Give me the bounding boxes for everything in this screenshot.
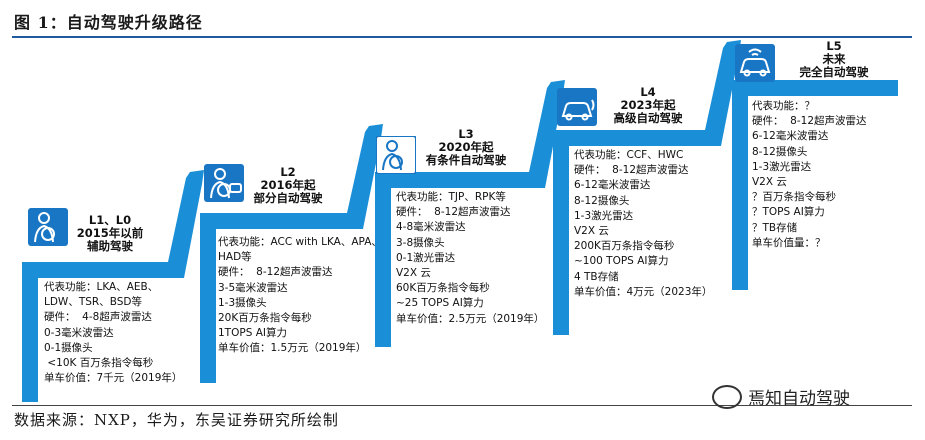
- wechat-logo-icon: [712, 384, 742, 409]
- spec-line: 代表功能：LKA、AEB、: [44, 281, 159, 293]
- spec-line: 0-1摄像头: [44, 341, 93, 354]
- spec-line: 单车价值：4万元（2023年）: [574, 285, 713, 298]
- title-divider: [12, 36, 912, 38]
- level-year: 2023年起: [620, 98, 676, 112]
- spec-line: 3-8摄像头: [396, 236, 445, 249]
- spec-line: 4 TB存储: [574, 270, 619, 283]
- step-bar-horizontal: [732, 80, 898, 96]
- level-year: 2015年以前: [76, 226, 144, 240]
- level-stage: 高级自动驾驶: [613, 111, 683, 125]
- spec-line: 0-3毫米波雷达: [44, 326, 114, 339]
- spec-line: LDW、TSR、BSD等: [44, 296, 142, 309]
- driver-steering-icon: [28, 208, 68, 246]
- spec-line: 6-12毫米波雷达: [574, 179, 651, 192]
- spec-list: 代表功能：LKA、AEB、 LDW、TSR、BSD等硬件： 4-8超声波雷达 0-3…: [44, 280, 182, 386]
- spec-line: 1-3激光雷达: [574, 209, 634, 222]
- spec-line: 硬件： 4-8超声波雷达: [44, 311, 152, 324]
- step-bar-vertical: [22, 262, 38, 402]
- spec-line: V2X 云: [574, 225, 609, 238]
- figure-title: 图 1：自动驾驶升级路径: [14, 13, 203, 32]
- level-stage: 有条件自动驾驶: [425, 153, 507, 167]
- level-stage: 辅助驾驶: [87, 239, 133, 253]
- spec-line: V2X 云: [752, 176, 787, 189]
- spec-line: 硬件： 8-12超声波雷达: [396, 206, 511, 219]
- spec-list: 代表功能：？ 硬件： 8-12超声波雷达 6-12毫米波雷达 8-12摄像头 1-3激光…: [752, 99, 867, 251]
- spec-line: 硬件： 8-12超声波雷达: [218, 266, 333, 279]
- spec-line: ~25 TOPS AI算力: [396, 297, 484, 310]
- spec-line: 代表功能：TJP、RPK等: [396, 191, 506, 203]
- level-year: 2020年起: [438, 140, 494, 154]
- step-bar-horizontal: [200, 213, 363, 229]
- source-note: 数据来源：NXP，华为，东吴证券研究所绘制: [14, 411, 339, 429]
- spec-line: 单车价值：1.5万元（2019年）: [218, 342, 367, 355]
- step-bar-horizontal: [553, 130, 721, 146]
- level-level: L3: [458, 127, 474, 141]
- spec-line: 1-3激光雷达: [752, 160, 812, 173]
- spec-line: 单车价值：2.5万元（2019年）: [396, 312, 545, 325]
- spec-line: 代表功能：ACC with LKA、APA、: [218, 236, 382, 248]
- step-bar-vertical: [200, 213, 216, 383]
- spec-line: 60K百万条指令每秒: [396, 282, 490, 295]
- step-bar-vertical: [553, 130, 569, 335]
- spec-line: 单车价值量：？: [752, 236, 826, 249]
- step-arrow-icon: [529, 80, 565, 188]
- spec-line: 20K百万条指令每秒: [218, 312, 312, 325]
- spec-line: 硬件： 8-12超声波雷达: [752, 115, 867, 128]
- spec-line: <10K 百万条指令每秒: [44, 357, 154, 370]
- spec-line: 4-8毫米波雷达: [396, 221, 466, 234]
- spec-line: 单车价值：7千元（2019年）: [44, 372, 183, 385]
- spec-line: ~100 TOPS AI算力: [574, 255, 669, 268]
- level-level: L1、L0: [88, 213, 132, 227]
- spec-line: HAD等: [218, 251, 252, 264]
- footer-divider: [12, 405, 912, 406]
- step-arrow-icon: [168, 170, 204, 278]
- step-bar-vertical: [375, 172, 391, 347]
- spec-line: ？TB存储: [752, 221, 798, 234]
- spec-list: 代表功能：CCF、HWC 硬件： 8-12超声波雷达 6-12毫米波雷达 8-12摄像…: [574, 148, 712, 300]
- level-stage: 部分自动驾驶: [253, 191, 323, 205]
- spec-line: 1-3摄像头: [218, 296, 267, 309]
- step-bar-vertical: [732, 80, 748, 290]
- spec-line: 3-5毫米波雷达: [218, 281, 288, 294]
- spec-line: 8-12摄像头: [574, 194, 630, 207]
- step-arrow-icon: [705, 40, 741, 146]
- spec-line: 0-1激光雷达: [396, 251, 456, 264]
- spec-line: ？TOPS AI算力: [752, 206, 825, 219]
- step-bar-horizontal: [22, 262, 184, 278]
- watermark: 焉知自动驾驶: [712, 384, 850, 409]
- watermark-text: 焉知自动驾驶: [748, 389, 850, 409]
- spec-line: 代表功能：？: [752, 100, 815, 112]
- step-bar-horizontal: [375, 172, 545, 188]
- level-level: L2: [280, 165, 296, 179]
- step-arrow-icon: [347, 124, 383, 229]
- spec-line: 6-12毫米波雷达: [752, 130, 829, 143]
- spec-list: 代表功能：ACC with LKA、APA、 HAD等硬件： 8-12超声波雷达 3…: [218, 235, 382, 357]
- level-year: 2016年起: [260, 178, 316, 192]
- driver-assist-icon: [376, 136, 416, 174]
- spec-line: V2X 云: [396, 267, 431, 280]
- spec-line: 硬件： 8-12超声波雷达: [574, 164, 689, 177]
- driver-car-icon: [204, 164, 244, 202]
- autonomous-car-icon: [557, 88, 597, 126]
- spec-line: 8-12摄像头: [752, 145, 808, 158]
- spec-line: 200K百万条指令每秒: [574, 240, 675, 253]
- spec-line: 1TOPS AI算力: [218, 327, 287, 340]
- spec-list: 代表功能：TJP、RPK等硬件： 8-12超声波雷达 4-8毫米波雷达 3-8摄像头…: [396, 190, 544, 327]
- spec-line: ？百万条指令每秒: [752, 191, 836, 204]
- connected-car-icon: [735, 44, 775, 82]
- spec-line: 代表功能：CCF、HWC: [574, 149, 684, 161]
- level-level: L4: [640, 85, 656, 99]
- level-year: 未来: [822, 52, 846, 66]
- level-stage: 完全自动驾驶: [799, 65, 869, 79]
- level-level: L5: [826, 39, 842, 53]
